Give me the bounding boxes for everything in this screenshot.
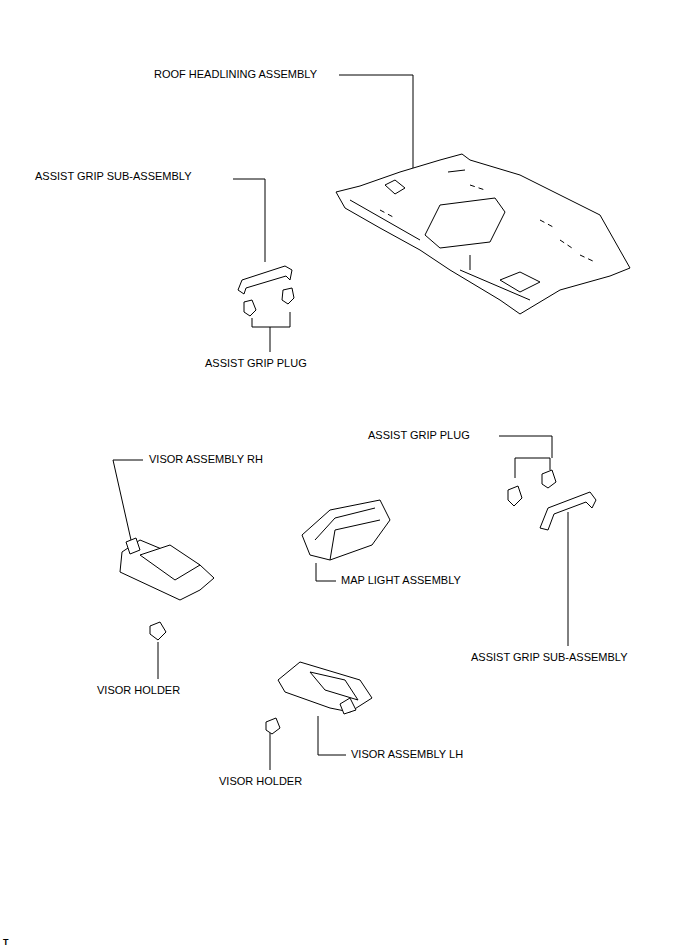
assist-grip-right-drawing xyxy=(508,470,596,530)
part-name: ROOF HEADLINING ASSEMBLY xyxy=(154,68,317,81)
sheet-mark: T xyxy=(3,936,9,949)
part-name: VISOR ASSEMBLY RH xyxy=(149,453,263,466)
roof-headlining-drawing xyxy=(336,154,630,314)
part-name: VISOR HOLDER xyxy=(97,684,180,697)
map-light-drawing xyxy=(302,500,390,560)
assist-grip-upper-drawing xyxy=(238,266,294,316)
part-name: VISOR ASSEMBLY LH xyxy=(351,748,463,761)
visor-lh-drawing xyxy=(266,662,372,734)
part-name: ASSIST GRIP PLUG xyxy=(205,357,307,370)
part-name: MAP LIGHT ASSEMBLY xyxy=(341,574,461,587)
part-name: VISOR HOLDER xyxy=(219,775,302,788)
part-name: ASSIST GRIP SUB-ASSEMBLY xyxy=(471,651,628,664)
part-name: ASSIST GRIP SUB-ASSEMBLY xyxy=(35,170,192,183)
part-name: ASSIST GRIP PLUG xyxy=(368,429,470,442)
visor-rh-drawing xyxy=(120,538,214,640)
